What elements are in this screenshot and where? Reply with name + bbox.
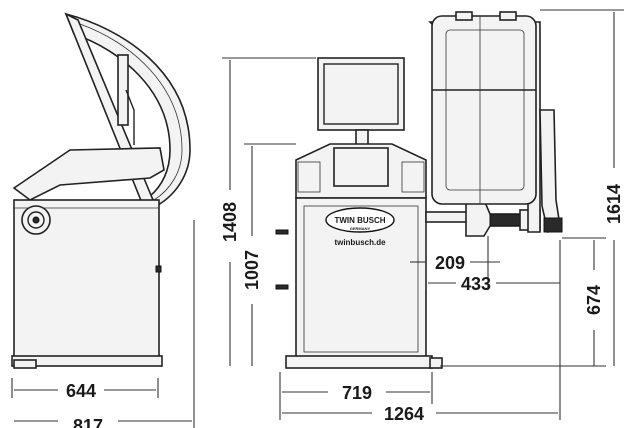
front-base (285, 355, 433, 369)
dim-shaft-offset-inner: 209 (435, 253, 465, 273)
front-display-panel (333, 147, 389, 187)
front-shaft (425, 211, 469, 223)
front-view: TWIN BUSCH GERMANY twinbusch.de 1408 (220, 9, 624, 424)
dim-front-base-width: 719 (342, 383, 372, 403)
dim-side-total-width: 817 (73, 416, 103, 428)
dim-shaft-height: 674 (584, 285, 604, 315)
dim-total-height-hood: 1614 (604, 184, 624, 224)
dim-side-base-width: 644 (66, 381, 96, 401)
front-logo-text: TWIN BUSCH (334, 216, 385, 225)
front-logo-badge (325, 207, 395, 233)
front-hood (431, 15, 537, 205)
dim-shaft-offset-outer: 433 (461, 274, 491, 294)
side-top-tray (12, 147, 165, 201)
front-monitor (317, 57, 405, 131)
front-logo-sub: GERMANY (350, 226, 371, 231)
front-website: twinbusch.de (334, 238, 386, 247)
side-cabinet (13, 199, 160, 359)
side-monitor (117, 54, 129, 126)
dim-front-total-width: 1264 (384, 404, 424, 424)
dim-front-height-body: 1007 (242, 250, 262, 290)
side-base (11, 355, 163, 367)
dim-front-height-monitor: 1408 (220, 202, 240, 242)
front-measuring-arm (539, 109, 561, 234)
side-view: 644 817 (11, 12, 195, 428)
